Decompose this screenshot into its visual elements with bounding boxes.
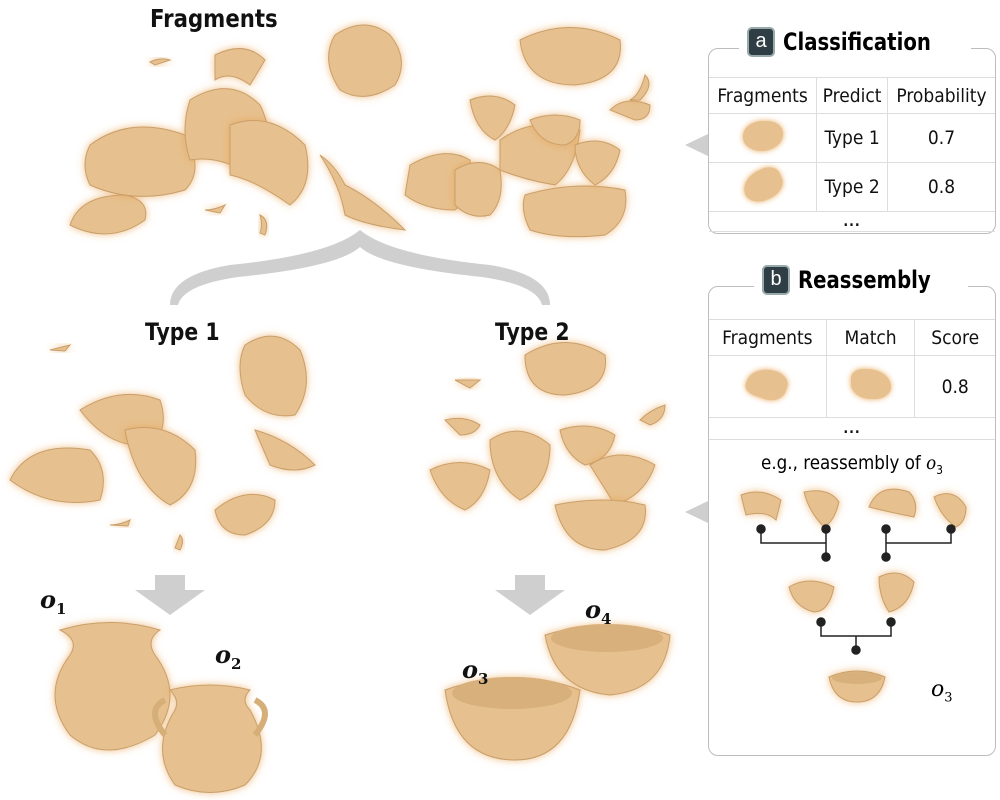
col-fragments: Fragments <box>709 319 827 356</box>
table-row: Type 2 0.8 <box>709 162 995 212</box>
down-arrow-type1 <box>135 575 205 615</box>
o3-label: o3 <box>462 655 488 688</box>
down-arrow-type2 <box>495 575 565 615</box>
probability-cell: 0.7 <box>886 113 995 163</box>
o4-sub: 4 <box>601 609 612 628</box>
example-text: e.g., reassembly of <box>761 452 921 474</box>
probability-cell: 0.8 <box>886 162 995 212</box>
ellipsis: ... <box>709 417 995 440</box>
example-sub: 3 <box>936 462 943 477</box>
col-score: Score <box>914 319 995 356</box>
split-brace <box>170 230 550 305</box>
table-row: 0.8 <box>709 355 995 418</box>
example-obj: o <box>926 452 937 474</box>
example-caption: e.g., reassembly of o3 <box>726 452 978 477</box>
classification-header: a Classification <box>739 27 972 57</box>
reassembly-panel: b Reassembly Fragments Match Score 0.8 .… <box>708 265 996 756</box>
pointer-classification <box>685 133 710 157</box>
reassembly-header: b Reassembly <box>754 265 968 295</box>
result-sub: 3 <box>944 690 953 706</box>
o3-sub: 3 <box>478 669 489 688</box>
classification-table: Fragments Predict Probability Type 1 0.7… <box>709 77 995 232</box>
col-fragments: Fragments <box>709 77 818 114</box>
reassembly-table: Fragments Match Score 0.8 ... <box>709 319 995 440</box>
tree-leaves <box>740 488 967 703</box>
type2-label: Type 2 <box>495 318 570 346</box>
predict-cell: Type 2 <box>816 162 888 212</box>
o2-symbol: o <box>215 640 232 669</box>
badge-b: b <box>762 265 790 295</box>
o1-symbol: o <box>40 585 57 614</box>
fragments-title: Fragments <box>150 4 278 33</box>
reassembled-pots <box>54 622 671 793</box>
predict-cell: Type 1 <box>816 113 888 163</box>
result-symbol: o <box>931 677 945 702</box>
o1-sub: 1 <box>56 599 67 618</box>
table-row: Type 1 0.7 <box>709 113 995 163</box>
classification-panel: a Classification Fragments Predict Proba… <box>708 27 996 234</box>
type1-label: Type 1 <box>145 318 220 346</box>
o3-symbol: o <box>462 655 479 684</box>
match-thumbnail <box>850 369 891 399</box>
pointer-reassembly <box>685 500 710 524</box>
fragments-cluster-all <box>69 24 651 238</box>
ellipsis: ... <box>709 211 995 232</box>
col-predict: Predict <box>816 77 888 114</box>
reassembly-tree <box>740 488 967 703</box>
score-cell: 0.8 <box>914 355 995 418</box>
reassembly-title: Reassembly <box>798 266 931 294</box>
fragments-cluster-type2 <box>429 342 666 551</box>
fragment-thumbnail <box>742 120 783 151</box>
o1-label: o1 <box>40 585 66 618</box>
o2-label: o2 <box>215 640 241 673</box>
o4-symbol: o <box>585 595 602 624</box>
o2-sub: 2 <box>231 654 242 673</box>
result-label: o3 <box>931 677 953 705</box>
col-match: Match <box>825 319 916 356</box>
col-probability: Probability <box>886 77 995 114</box>
fragments-cluster-type1 <box>9 335 316 551</box>
fragment-thumbnail <box>738 162 788 207</box>
badge-a: a <box>747 27 775 57</box>
classification-title: Classification <box>783 28 931 56</box>
o4-label: o4 <box>585 595 611 628</box>
fragment-thumbnail <box>743 363 792 405</box>
